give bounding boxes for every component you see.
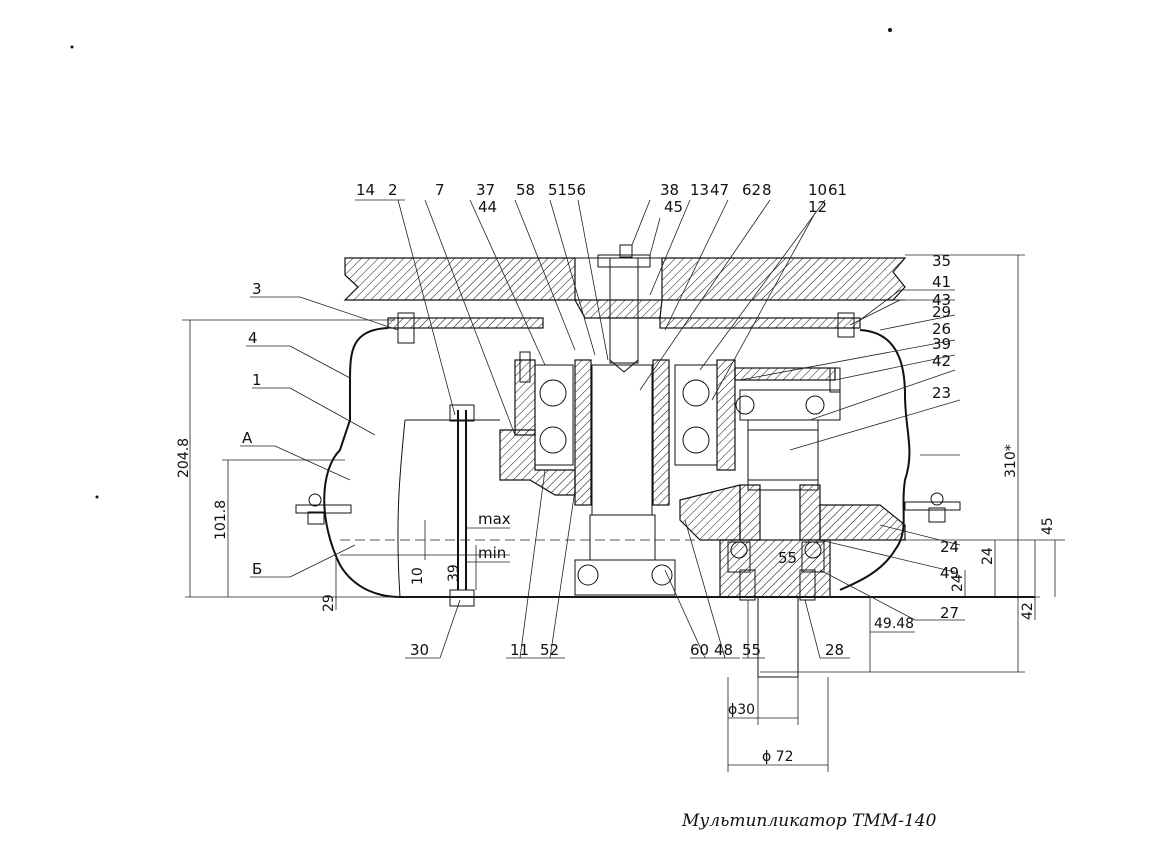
callout-label: 24 [940, 538, 959, 556]
callout-label: 51 [548, 181, 567, 199]
oil-dipstick [449, 404, 475, 607]
min-level-label: min [478, 544, 506, 562]
dim-45: 45 [1040, 517, 1056, 535]
bottom-callout-leaders [405, 469, 850, 659]
callout-label: 7 [435, 181, 445, 199]
output-bearing [719, 539, 831, 678]
callout-label: 23 [932, 384, 951, 402]
callout-label: 3 [252, 280, 262, 298]
left-flange [295, 493, 352, 525]
callout-label: 30 [410, 641, 429, 659]
dim-24-a: 24 [980, 547, 996, 565]
callout-label: 26 [932, 320, 951, 338]
right-bearing-assembly [674, 359, 841, 471]
callout-label: 47 [710, 181, 729, 199]
left-callout-leaders [240, 296, 399, 578]
callout-label: 10 [808, 181, 827, 199]
dim-phi-72: ϕ 72 [762, 749, 794, 765]
speck-mark [95, 495, 99, 499]
right-flange [904, 492, 961, 523]
callout-label: 35 [932, 252, 951, 270]
callout-label: 61 [828, 181, 847, 199]
dim-10: 10 [410, 567, 426, 585]
dim-24-b: 24 [950, 574, 966, 592]
callout-label: 27 [940, 604, 959, 622]
callout-label: 45 [664, 198, 683, 216]
housing-outline [323, 327, 1035, 598]
dim-101-8: 101.8 [213, 500, 229, 540]
callout-label: 2 [388, 181, 398, 199]
gear-23 [739, 419, 821, 541]
drawing-caption: Мультипликатор ТММ-140 [681, 811, 937, 831]
callout-label: 48 [714, 641, 733, 659]
dim-29: 29 [321, 594, 337, 612]
callout-label: 14 [356, 181, 375, 199]
callout-label: 43 [932, 291, 951, 309]
callout-label: 13 [690, 181, 709, 199]
callout-label: 52 [540, 641, 559, 659]
callout-label: 38 [660, 181, 679, 199]
callout-label: 62 [742, 181, 761, 199]
callout-label: 4 [248, 329, 258, 347]
callout-label: 37 [476, 181, 495, 199]
callout-label: 55 [742, 641, 761, 659]
callout-label: 28 [825, 641, 844, 659]
callout-label: А [242, 429, 253, 447]
callout-label: 1 [252, 371, 262, 389]
lower-carrier [574, 484, 906, 596]
callout-label: 44 [478, 198, 497, 216]
dim-204-8: 204.8 [176, 438, 192, 478]
callout-label: 11 [510, 641, 529, 659]
left-bearing-assembly [499, 351, 576, 496]
callout-label: 39 [932, 335, 951, 353]
dim-42: 42 [1020, 602, 1036, 620]
speck-mark [70, 45, 74, 49]
callout-label: 29 [932, 303, 951, 321]
main-shaft [574, 244, 670, 516]
callout-label: 49 [940, 564, 959, 582]
dimension-lines [182, 254, 1065, 772]
top-cover [387, 312, 861, 344]
dim-310: 310* [1003, 444, 1019, 478]
callout-label: Б [252, 560, 262, 578]
callout-label: 8 [762, 181, 772, 199]
inner-dim-label: 55 [778, 549, 797, 567]
dim-39: 39 [446, 564, 462, 582]
callout-label: 42 [932, 352, 951, 370]
dim-49-48: 49.48 [874, 616, 914, 632]
callout-label: 12 [808, 198, 827, 216]
callout-label: 41 [932, 273, 951, 291]
dim-phi-30: ϕ30 [728, 702, 755, 718]
callout-label: 56 [567, 181, 586, 199]
speck-mark [888, 28, 892, 32]
housing-outline-right [839, 329, 911, 591]
max-level-label: max [478, 510, 511, 528]
callout-label: 58 [516, 181, 535, 199]
callout-leaders [355, 199, 826, 436]
right-callout-leaders [739, 289, 965, 621]
callout-label: 60 [690, 641, 709, 659]
